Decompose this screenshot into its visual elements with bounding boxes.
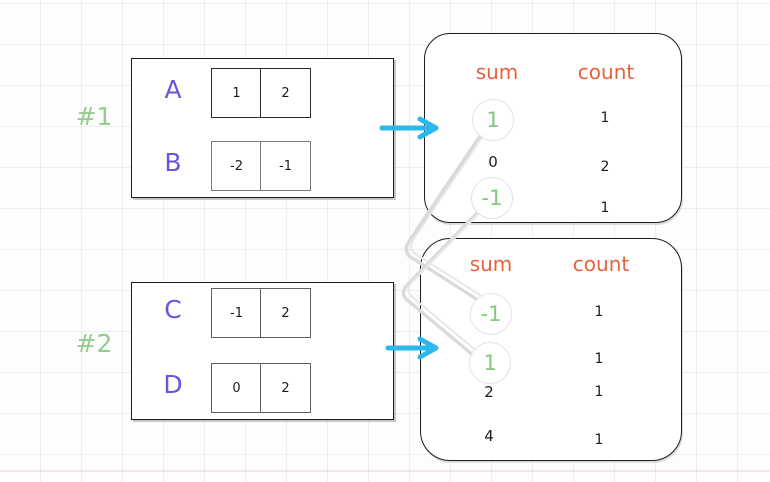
- sum-value-circled: 1: [469, 342, 511, 384]
- sum-value: 2: [484, 383, 494, 401]
- array-label-B: B: [164, 148, 182, 177]
- array-cell: 2: [260, 363, 311, 413]
- count-value: 1: [600, 200, 610, 216]
- count-header-1: count: [577, 60, 635, 84]
- array-cells-B: -2 -1: [211, 141, 311, 191]
- array-label-A: A: [164, 75, 182, 104]
- sum-value-circled: 1: [472, 99, 514, 141]
- sum-value-circled: -1: [471, 177, 513, 219]
- count-value: 1: [594, 432, 604, 448]
- count-value: 1: [594, 384, 604, 400]
- sum-value-circled: -1: [470, 293, 512, 335]
- sum-value: 4: [484, 427, 494, 445]
- count-value: 2: [600, 159, 610, 175]
- array-cell: 0: [211, 363, 262, 413]
- sum-header-2: sum: [469, 252, 513, 276]
- group-1-label: #1: [75, 102, 113, 131]
- count-value: 1: [594, 351, 604, 367]
- count-header-2: count: [572, 252, 630, 276]
- sum-header-1: sum: [475, 60, 519, 84]
- array-label-D: D: [163, 370, 183, 399]
- array-cell: -1: [260, 141, 311, 191]
- grid-accent-line: [0, 470, 770, 472]
- array-cell: 2: [260, 68, 311, 118]
- array-label-C: C: [164, 295, 182, 324]
- group-2-label: #2: [75, 329, 113, 358]
- array-cells-D: 0 2: [211, 363, 311, 413]
- array-cell: -1: [211, 288, 262, 338]
- array-cell: -2: [211, 141, 262, 191]
- array-cells-A: 1 2: [211, 68, 311, 118]
- sum-value: 0: [488, 153, 498, 171]
- count-value: 1: [594, 304, 604, 320]
- count-value: 1: [600, 110, 610, 126]
- array-cell: 2: [260, 288, 311, 338]
- array-cells-C: -1 2: [211, 288, 311, 338]
- array-cell: 1: [211, 68, 262, 118]
